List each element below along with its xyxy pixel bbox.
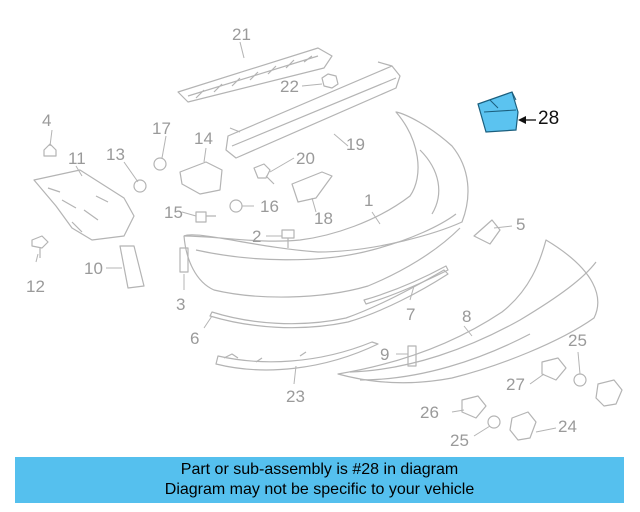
callout-9: 9 [380,345,390,364]
callout-28: 28 [538,108,560,129]
part-2-bolt [281,229,295,248]
part-27-bracket [541,357,567,381]
callout-25-upper: 25 [568,331,587,350]
part-16-nut [229,199,243,213]
part-21-absorber [177,47,333,103]
part-11-bracket [33,169,135,241]
callout-22: 22 [280,77,299,96]
callout-18: 18 [314,209,333,228]
part-6-molding [209,269,449,329]
callout-15: 15 [164,203,183,222]
callout-23: 23 [286,387,305,406]
part-7-strip [363,265,449,305]
callout-16: 16 [260,197,279,216]
callout-26: 26 [420,403,439,422]
callout-12: 12 [26,277,45,296]
callout-19: 19 [346,135,365,154]
info-banner: Part or sub-assembly is #28 in diagram D… [15,457,624,503]
callout-5: 5 [516,215,526,234]
part-26-bracket [461,395,487,419]
part-22-nut [321,73,339,89]
callout-3: 3 [176,295,186,314]
banner-line-1: Part or sub-assembly is #28 in diagram [180,461,459,478]
callout-2: 2 [252,227,262,246]
callout-10: 10 [84,259,103,278]
callout-21: 21 [232,25,251,44]
callout-20: 20 [296,149,315,168]
callout-25-lower: 25 [450,431,469,450]
callout-6: 6 [190,329,200,348]
part-13-grommet [133,179,147,193]
part-28-module [477,91,536,133]
part-15-bolt [195,211,216,223]
part-14-bracket [179,161,223,195]
part-24-sensor [509,411,537,441]
callout-17: 17 [152,119,171,138]
parts-diagram [31,41,623,441]
part-1-bumper-cover [183,111,469,253]
callout-8: 8 [462,307,472,326]
callout-27: 27 [506,375,525,394]
part-9-bolt [407,345,417,367]
callout-24: 24 [558,417,577,436]
banner-line-2: Diagram may not be specific to your vehi… [164,481,475,498]
part-8-valance [337,239,599,384]
callout-11: 11 [68,149,86,168]
callout-13: 13 [106,145,125,164]
callout-14: 14 [194,129,213,148]
part-5-reflector [473,219,501,245]
part-18-reflector [291,171,333,203]
callout-4: 4 [42,111,52,130]
part-3-bolt [179,247,189,273]
callout-1: 1 [364,191,374,210]
part-4-clip [43,143,57,157]
part-10-pad [119,245,145,289]
part-17-grommet [153,157,167,171]
callout-7: 7 [406,305,416,324]
part-20-bolt [253,163,275,185]
part-23-trim [215,341,379,371]
part-12-clip [31,235,49,258]
